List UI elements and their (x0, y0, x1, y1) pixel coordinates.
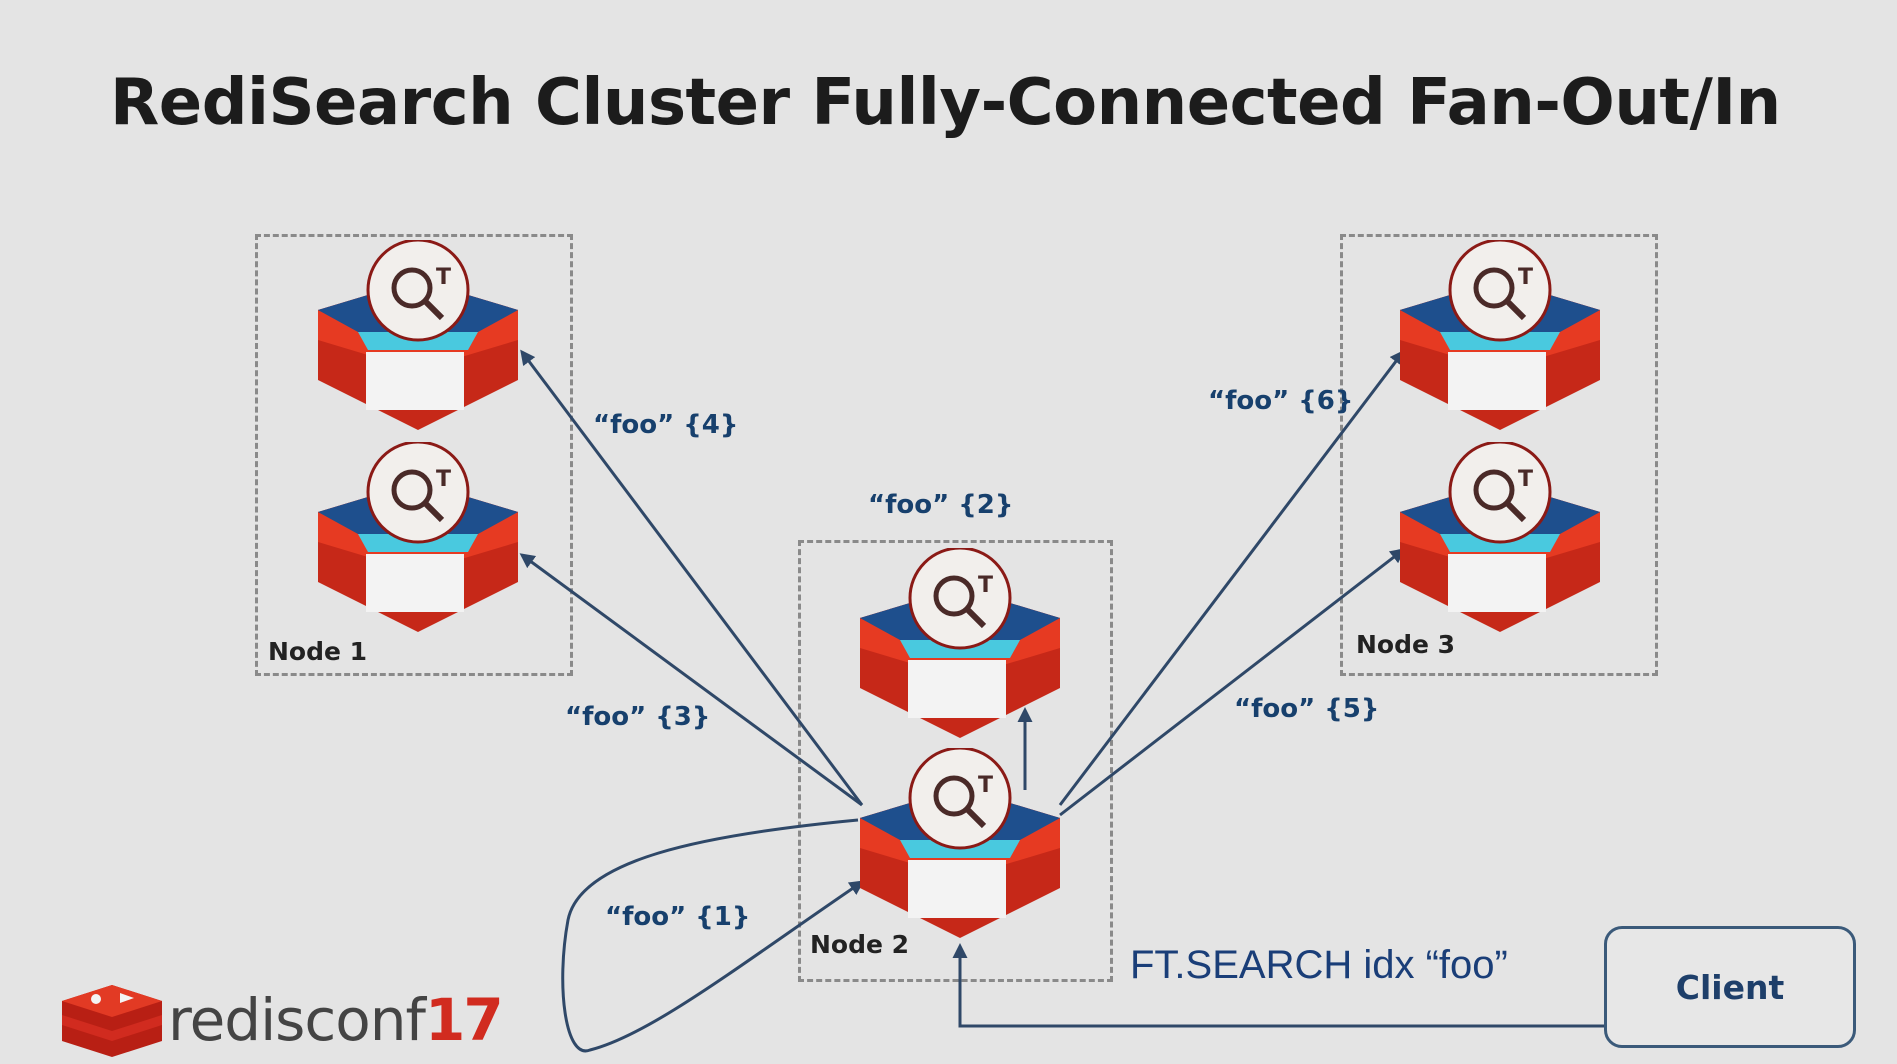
edge-to-node3-shard-b (1059, 548, 1406, 817)
svg-text:T: T (436, 467, 451, 492)
node-2-box (798, 540, 1113, 982)
node-3-label: Node 3 (1356, 630, 1456, 659)
slide-title: RediSearch Cluster Fully-Connected Fan-O… (110, 66, 1781, 140)
edge-self-loop (561, 818, 865, 1053)
ft-search-command: FT.SEARCH idx “foo” (1130, 943, 1508, 987)
edge-label-4: “foo” {4} (593, 410, 739, 440)
redisearch-shard-icon: T (1400, 442, 1600, 632)
svg-text:T: T (436, 265, 451, 290)
svg-text:T: T (978, 773, 993, 798)
svg-text:T: T (1518, 265, 1533, 290)
node-2-label: Node 2 (810, 930, 910, 959)
edge-label-3: “foo” {3} (565, 702, 711, 732)
edge-label-6: “foo” {6} (1208, 386, 1354, 416)
redisearch-shard-icon: T (860, 548, 1060, 738)
client-box: Client (1604, 926, 1856, 1048)
edge-client-to-node2 (952, 943, 1606, 1028)
svg-text:T: T (1518, 467, 1533, 492)
edge-label-2: “foo” {2} (868, 490, 1014, 520)
redisearch-shard-icon: T (318, 240, 518, 430)
node-1-box (255, 234, 573, 676)
edge-to-node3-shard-a (1058, 349, 1405, 806)
brand-suffix: 17 (424, 986, 504, 1054)
redisearch-shard-icon: T (860, 748, 1060, 938)
svg-text:T: T (978, 573, 993, 598)
node-3-box (1340, 234, 1658, 676)
client-label: Client (1675, 967, 1785, 1007)
node-1-label: Node 1 (268, 637, 368, 666)
edge-label-1: “foo” {1} (605, 902, 751, 932)
redisearch-shard-icon: T (318, 442, 518, 632)
brand-prefix: redisconf (168, 986, 426, 1054)
edge-to-node1-shard-a (520, 349, 864, 806)
edge-to-node1-shard-b (519, 553, 863, 807)
edge-label-5: “foo” {5} (1234, 694, 1380, 724)
brand-wordmark: redisconf17 (168, 986, 504, 1054)
redisearch-shard-icon: T (1400, 240, 1600, 430)
redis-logo-icon (62, 985, 162, 1057)
